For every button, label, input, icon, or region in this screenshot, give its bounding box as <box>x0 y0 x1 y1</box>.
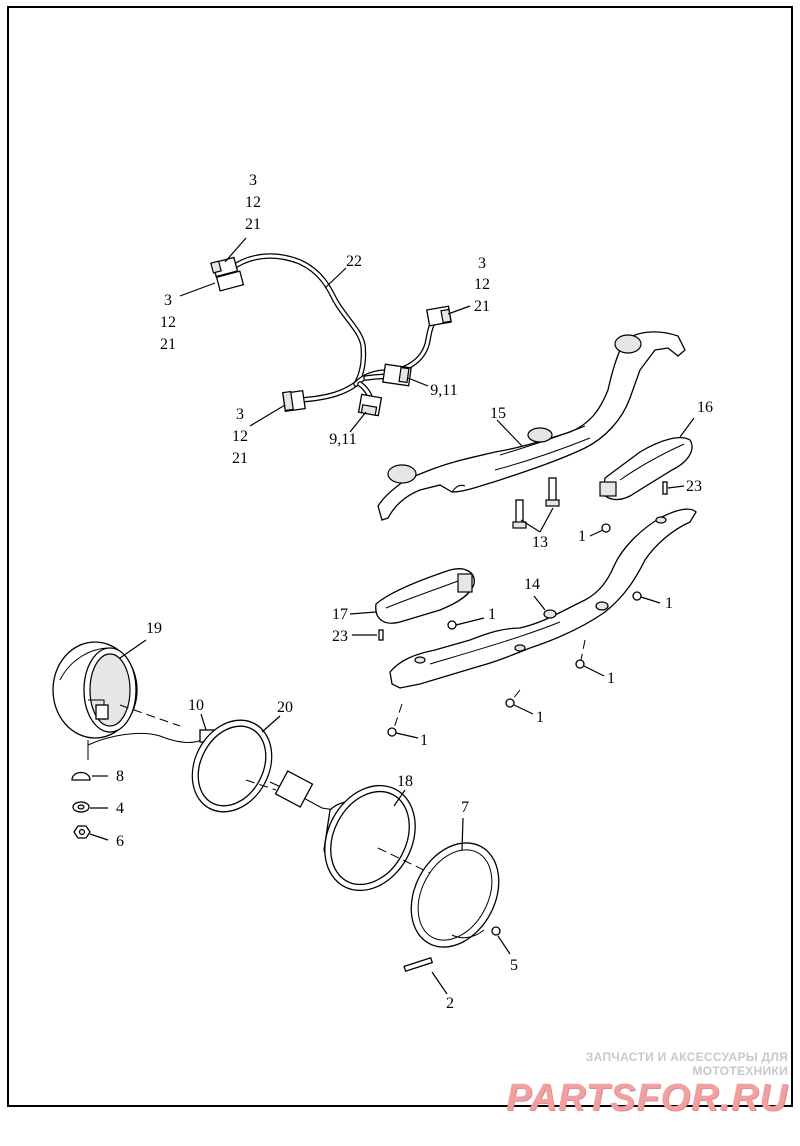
bolt-13a <box>512 499 527 529</box>
callout-21-right: 21 <box>474 298 490 315</box>
callout-21-left: 21 <box>160 336 176 353</box>
grommet-8 <box>71 771 91 781</box>
screw-1-d <box>575 659 585 669</box>
callout-1-a: 1 <box>578 528 586 545</box>
screw-1-c <box>632 591 642 601</box>
callout-12-top: 12 <box>245 194 261 211</box>
callout-13: 13 <box>532 534 548 551</box>
connector-low <box>357 393 383 417</box>
callout-5: 5 <box>510 957 518 974</box>
washer-4 <box>72 801 90 813</box>
bracket-upper <box>377 331 686 521</box>
callout-12-left: 12 <box>160 314 176 331</box>
callout-14: 14 <box>524 576 540 593</box>
callout-21-top: 21 <box>245 216 261 233</box>
screw-23-upper <box>662 481 668 495</box>
callout-1-d: 1 <box>607 670 615 687</box>
callout-21-low: 21 <box>232 450 248 467</box>
callout-16: 16 <box>697 399 713 416</box>
callout-3-low: 3 <box>236 406 244 423</box>
callout-6: 6 <box>116 833 124 850</box>
callout-22: 22 <box>346 253 362 270</box>
screw-1-b <box>447 620 457 630</box>
callout-9-11-right: 9,11 <box>430 382 457 399</box>
connector-top-left <box>210 256 245 292</box>
callout-15: 15 <box>490 405 506 422</box>
screw-5 <box>491 926 501 936</box>
watermark-tagline: ЗАПЧАСТИ И АКСЕССУАРЫ ДЛЯ МОТОТЕХНИКИ <box>585 1050 788 1078</box>
callout-9-11-low: 9,11 <box>329 431 356 448</box>
callout-1-e: 1 <box>536 709 544 726</box>
callout-12-right: 12 <box>474 276 490 293</box>
screw-23-lower <box>378 629 384 641</box>
callout-23-lower: 23 <box>332 628 348 645</box>
turn-light-left <box>375 568 475 624</box>
diagram-frame <box>7 6 793 1107</box>
leader-lines <box>89 237 695 995</box>
callout-20: 20 <box>277 699 293 716</box>
callout-2: 2 <box>446 995 454 1012</box>
watermark: ЗАПЧАСТИ И АКСЕССУАРЫ ДЛЯ МОТОТЕХНИКИ PA… <box>488 1050 788 1118</box>
turn-light-right <box>599 437 693 501</box>
outer-trim-ring <box>410 842 500 948</box>
led-headlamp <box>269 770 416 892</box>
bracket-lower <box>389 508 697 689</box>
connector-right-top <box>426 305 452 327</box>
screw-1-e <box>505 698 515 708</box>
callout-23-upper: 23 <box>686 478 702 495</box>
connector-mid <box>382 363 412 387</box>
headlamp-housing <box>52 641 138 760</box>
callout-18: 18 <box>397 773 413 790</box>
callout-1-f: 1 <box>420 732 428 749</box>
callout-8: 8 <box>116 768 124 785</box>
watermark-logo: PARTSFOR.RU <box>506 1077 788 1119</box>
screw-2 <box>403 956 434 972</box>
bolt-13b <box>545 477 560 507</box>
callout-7: 7 <box>461 799 469 816</box>
callout-4: 4 <box>116 800 124 817</box>
connector-left-low <box>282 389 306 413</box>
wiring-harness <box>210 253 452 417</box>
callout-3-top: 3 <box>249 172 257 189</box>
callout-3-right: 3 <box>478 255 486 272</box>
screw-1-a <box>601 523 611 533</box>
nut-6 <box>73 825 91 839</box>
callout-1-c: 1 <box>665 595 673 612</box>
callout-17: 17 <box>332 606 348 623</box>
callout-19: 19 <box>146 620 162 637</box>
callout-10: 10 <box>188 697 204 714</box>
callout-1-b: 1 <box>488 606 496 623</box>
callout-12-low: 12 <box>232 428 248 445</box>
screw-1-f <box>387 727 397 737</box>
callout-3-left: 3 <box>164 292 172 309</box>
trim-ring <box>191 719 273 813</box>
